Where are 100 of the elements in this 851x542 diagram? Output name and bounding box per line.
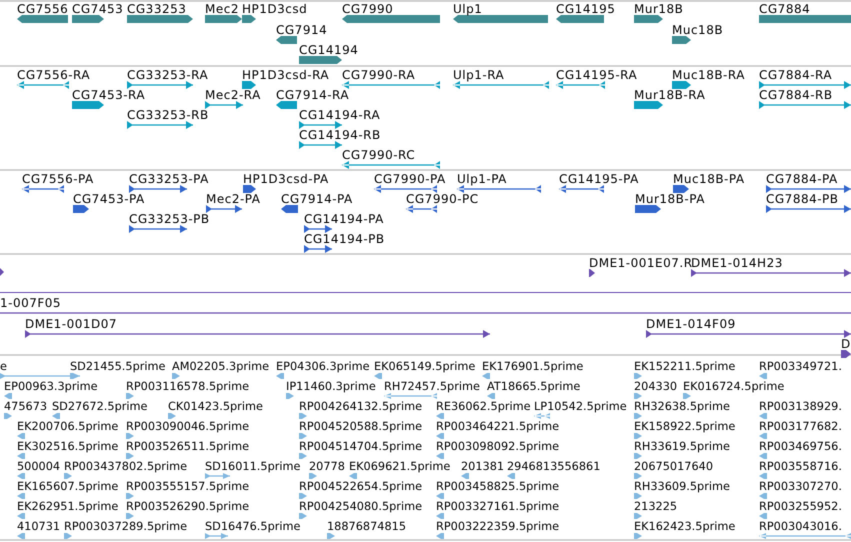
est-label: RH32638.5prime <box>634 400 730 413</box>
gene-label: CG7914 <box>276 24 328 37</box>
transcript-label: HP1D3csd-RA <box>242 69 330 82</box>
est-label: EK152211.5prime <box>634 360 736 373</box>
est-label: RP004264132.5prime <box>299 400 422 413</box>
protein-label: HP1D3csd-PA <box>243 173 329 186</box>
gene-label: CG7884 <box>759 3 810 16</box>
est-label: RP003116578.5prime <box>126 380 250 393</box>
gene-label: HP1D3csd <box>242 3 308 16</box>
est-label: RP003349721. <box>759 360 842 373</box>
est-label: e <box>0 360 7 373</box>
est-label: 475673 <box>4 400 48 413</box>
gene-label: CG14195 <box>556 3 616 16</box>
est-label: 500004 <box>17 460 60 473</box>
protein-label: CG33253-PB <box>129 213 210 226</box>
est-label: 2946813556861 <box>507 460 600 473</box>
est-label: 213225 <box>634 500 678 513</box>
est-label: RP003555157.5prime <box>126 480 250 493</box>
est-label: 20675017640 <box>634 460 714 473</box>
protein-label: CG7453-PA <box>73 193 145 206</box>
transcript-label: Mec2-RA <box>205 89 261 102</box>
transcript-label: CG14195-RA <box>556 69 638 82</box>
est-label: LP10542.5prime <box>534 400 627 413</box>
est-label: EK262951.5prime <box>17 500 118 513</box>
protein-label: CG33253-PA <box>129 173 209 186</box>
est-label: EP00963.3prime <box>4 380 98 393</box>
transcript-label: CG14194-RB <box>299 129 381 142</box>
est-label: RP004514704.5prime <box>299 440 422 453</box>
est-label: CK01423.5prime <box>168 400 263 413</box>
est-label: EK158922.5prime <box>634 420 736 433</box>
clone-label: DME1-014H23 <box>691 257 783 270</box>
transcript-label: CG33253-RA <box>127 69 208 82</box>
transcript-label: CG7914-RA <box>276 89 350 102</box>
est-label: RP003526290.5prime <box>126 500 250 513</box>
gene-label: Ulp1 <box>453 3 482 16</box>
est-label: RP003037289.5prime <box>64 520 188 533</box>
est-label: 410731 <box>17 520 60 533</box>
est-label: EK200706.5prime <box>17 420 118 433</box>
est-label: RH33619.5prime <box>634 440 730 453</box>
transcript-label: Ulp1-RA <box>453 69 504 82</box>
est-label: 20778 <box>309 460 345 473</box>
est-label: RP003222359.5prime <box>436 520 560 533</box>
est-label: EP04306.3prime <box>276 360 370 373</box>
transcript-label: CG33253-RB <box>127 109 209 122</box>
protein-label: CG7884-PB <box>766 193 839 206</box>
est-label: RP003043016. <box>759 520 842 533</box>
protein-label: Muc18B-PA <box>673 173 745 186</box>
est-label: RP003464221.5prime <box>436 420 560 433</box>
protein-label: CG14195-PA <box>559 173 639 186</box>
protein-label: CG7884-PA <box>766 173 838 186</box>
est-label: RP003458825.5prime <box>436 480 560 493</box>
est-label: RP004520588.5prime <box>299 420 422 433</box>
est-label: RP003255952. <box>759 500 842 513</box>
transcript-label: Mur18B-RA <box>634 89 706 102</box>
gene-label: Mec2 <box>205 3 239 16</box>
est-label: 201381 <box>461 460 504 473</box>
clone-label: D <box>841 338 851 351</box>
est-label: RP003526511.5prime <box>126 440 250 453</box>
est-label: EK016724.5prime <box>683 380 784 393</box>
transcript-label: CG7884-RA <box>759 69 832 82</box>
est-label: EK176901.5prime <box>482 360 584 373</box>
est-label: SD16476.5prime <box>205 520 300 533</box>
clone-label: 1-007F05 <box>0 297 62 310</box>
gene-label: CG14194 <box>299 44 358 57</box>
protein-label: Mur18B-PA <box>635 193 705 206</box>
est-label: 204330 <box>634 380 678 393</box>
gene-label: CG7990 <box>342 3 394 16</box>
est-label: EK162423.5prime <box>634 520 736 533</box>
est-label: AM02205.3prime <box>172 360 270 373</box>
est-label: EK302516.5prime <box>17 440 118 453</box>
est-label: RP003177682. <box>759 420 842 433</box>
protein-label: CG14194-PA <box>304 213 384 226</box>
protein-label: CG14194-PB <box>304 233 385 246</box>
est-label: RE36062.5prime <box>436 400 531 413</box>
protein-label: CG7914-PA <box>281 193 353 206</box>
protein-label: CG7990-PC <box>406 193 479 206</box>
est-label: IP11460.3prime <box>286 380 376 393</box>
gene-label: CG33253 <box>127 3 186 16</box>
est-label: RP003090046.5prime <box>126 420 250 433</box>
est-label: SD27672.5prime <box>52 400 148 413</box>
gene-label: CG7453 <box>72 3 124 16</box>
transcript-label: CG7453-RA <box>72 89 146 102</box>
protein-label: Ulp1-PA <box>457 173 507 186</box>
est-label: RP003558716. <box>759 460 842 473</box>
clone-label: DME1-014F09 <box>646 318 736 331</box>
est-label: EK165607.5prime <box>17 480 118 493</box>
est-label: RH72457.5prime <box>384 380 480 393</box>
est-label: RP004254080.5prime <box>299 500 422 513</box>
est-label: AT18665.5prime <box>487 380 580 393</box>
est-label: SD21455.5prime <box>70 360 166 373</box>
est-label: EK065149.5prime <box>374 360 476 373</box>
gene-label: Mur18B <box>634 3 684 16</box>
transcript-label: CG7990-RC <box>342 149 416 162</box>
gene-label: Muc18B <box>672 24 724 37</box>
clone-label: DME1-001E07.R <box>589 257 693 270</box>
protein-label: CG7556-PA <box>22 173 94 186</box>
est-label: EK069621.5prime <box>349 460 450 473</box>
transcript-label: CG7990-RA <box>342 69 416 82</box>
est-label: RP003327161.5prime <box>436 500 560 513</box>
transcript-label: CG7884-RB <box>759 89 833 102</box>
